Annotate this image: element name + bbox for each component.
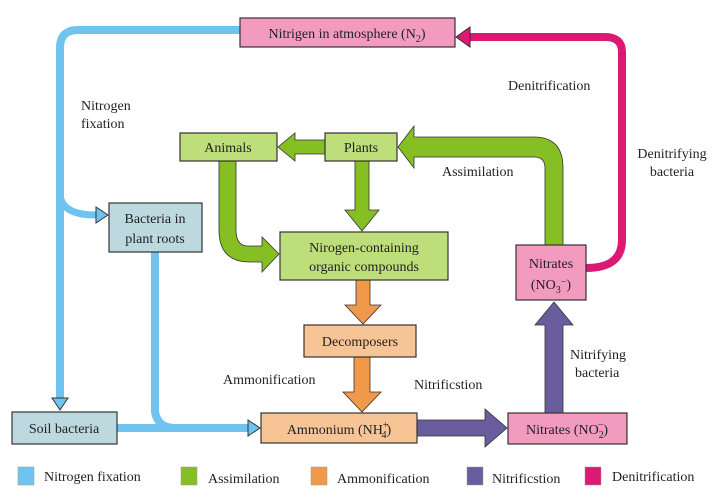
label-nitrogen-fixation-1: Nitrogen: [81, 99, 131, 114]
legend-item-denitrification: Denitrification: [584, 466, 694, 486]
fixation-branch-line: [56, 194, 97, 219]
denitrification-line: [468, 33, 626, 272]
ammonium-blue-arrowhead: [247, 419, 261, 437]
bacteria-roots-node: Bacteria in plant roots: [108, 202, 203, 253]
roots-to-ammonium-line: [151, 252, 250, 432]
svg-text:Ammonium (NH+4): Ammonium (NH+4): [287, 420, 392, 441]
svg-text:Nirogen-containing: Nirogen-containing: [309, 241, 419, 256]
label-nitrifying-bacteria-1: Nitrifying: [570, 348, 626, 363]
label-nitrification: Nitrificstion: [414, 378, 482, 393]
assimilation-arrows: [218, 124, 564, 274]
legend-item-nitrogen-fixation: Nitrogen fixation: [17, 466, 141, 486]
nitrites-node: Nitrates (NO2−): [507, 412, 628, 445]
svg-text:organic compounds: organic compounds: [309, 260, 419, 275]
ammonification-arrows: [342, 279, 382, 413]
fixation-soil-arrowhead: [51, 397, 69, 411]
svg-text:Decomposers: Decomposers: [322, 335, 398, 350]
svg-text:Bacteria in: Bacteria in: [124, 212, 185, 227]
legend: Nitrogen fixation Assimilation Ammonific…: [17, 466, 694, 487]
nitrates-node: Nitrates (NO3−): [515, 244, 587, 301]
plants-node: Plants: [324, 132, 398, 162]
svg-text:Animals: Animals: [204, 141, 251, 156]
label-denitrifying-bacteria-2: bacteria: [650, 165, 695, 180]
soil-bacteria-node: Soil bacteria: [11, 411, 118, 445]
svg-text:Soil bacteria: Soil bacteria: [29, 422, 100, 437]
nitrates-to-plants-arrow: [397, 124, 564, 246]
svg-text:Denitrification: Denitrification: [612, 470, 694, 485]
organic-compounds-node: Nirogen-containing organic compounds: [279, 231, 449, 281]
legend-item-nitrification: Nitrificstion: [466, 466, 560, 487]
label-denitrifying-bacteria-1: Denitrifying: [637, 147, 706, 162]
fixation-main-line: [56, 26, 240, 400]
decomposers-node: Decomposers: [303, 324, 417, 358]
nitrification-arrows: [416, 301, 574, 448]
ammonium-node: Ammonium (NH+4): [260, 412, 418, 444]
svg-text:Plants: Plants: [344, 141, 378, 156]
svg-text:Nitrigen in atmosphere (N2): Nitrigen in atmosphere (N2): [268, 27, 425, 45]
plants-to-animals-arrow: [277, 132, 326, 162]
label-denitrification: Denitrification: [508, 79, 590, 94]
nitrites-to-nitrates-arrow: [534, 301, 574, 414]
label-ammonification: Ammonification: [223, 373, 316, 388]
denitrification-arrowhead: [455, 26, 471, 48]
svg-text:Nitrates: Nitrates: [529, 257, 573, 272]
legend-item-assimilation: Assimilation: [180, 466, 280, 487]
label-assimilation: Assimilation: [442, 165, 514, 180]
animals-node: Animals: [179, 132, 278, 162]
animals-to-organic-arrow: [218, 160, 280, 274]
legend-item-ammonification: Ammonification: [310, 466, 430, 487]
svg-text:plant roots: plant roots: [125, 232, 185, 247]
svg-text:Nitrates (NO2−): Nitrates (NO2−): [526, 420, 608, 441]
nitrogen-fixation-arrows: [51, 26, 261, 437]
fixation-branch-arrowhead: [95, 206, 109, 224]
label-nitrifying-bacteria-2: bacteria: [575, 366, 620, 381]
svg-text:Nitrificstion: Nitrificstion: [492, 472, 560, 487]
atmosphere-node: Nitrigen in atmosphere (N2): [239, 17, 456, 48]
svg-text:Nitrogen fixation: Nitrogen fixation: [44, 470, 141, 485]
ammonium-to-nitrites-arrow: [416, 408, 508, 448]
svg-text:Ammonification: Ammonification: [337, 472, 430, 487]
svg-text:Assimilation: Assimilation: [208, 472, 280, 487]
plants-to-organic-arrow: [344, 160, 380, 232]
organic-to-decomposers-arrow: [344, 279, 382, 325]
denitrification-arrow: [455, 26, 626, 272]
decomposers-to-ammonium-arrow: [342, 356, 382, 413]
svg-text:(NO3−): (NO3−): [531, 277, 572, 296]
label-nitrogen-fixation-2: fixation: [81, 117, 125, 132]
